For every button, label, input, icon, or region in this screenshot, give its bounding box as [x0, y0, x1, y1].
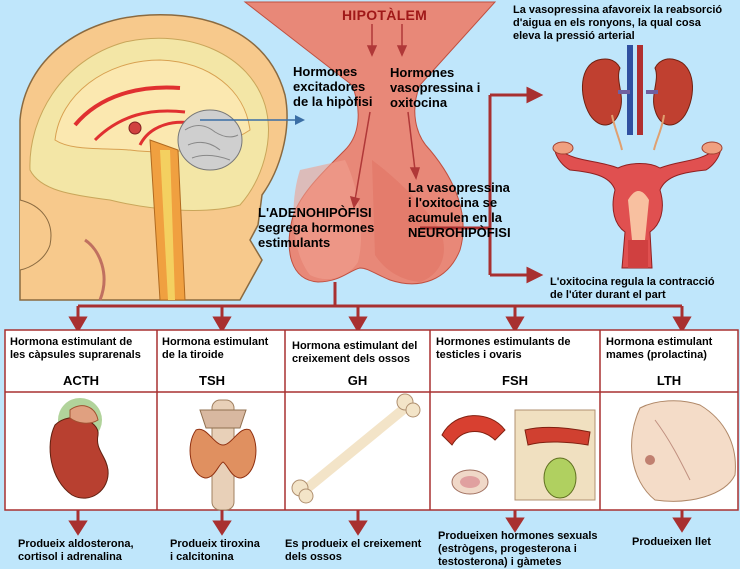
col-header-fsh: Hormones estimulants de testicles i ovar… [436, 336, 571, 361]
thyroid-icon [189, 399, 257, 511]
code-gh: GH [347, 373, 368, 388]
effect-acth: Produeix aldosterona, cortisol i adrenal… [18, 538, 134, 563]
effect-tsh: Produeix tiroxina i calcitonina [170, 538, 260, 563]
bone-icon [291, 393, 421, 504]
effect-fsh: Produeixen hormones sexuals (estrògens, … [438, 530, 598, 568]
code-lth: LTH [656, 373, 682, 388]
head-profile-icon [19, 14, 305, 301]
code-acth: ACTH [62, 373, 100, 388]
effect-lth: Produeixen llet [632, 536, 711, 548]
col-header-lth: Hormona estimulant mames (prolactina) [606, 336, 713, 361]
code-fsh: FSH [502, 373, 528, 388]
pituitary-gland-icon [243, 1, 497, 285]
right-branch-arrows [420, 86, 544, 284]
col-header-acth: Hormona estimulant de les càpsules supra… [10, 336, 141, 361]
effect-gh: Es produeix el creixement dels ossos [285, 538, 422, 563]
table-branch-arrows [68, 282, 692, 333]
hypothalamus-right-text: Hormones vasopressina i oxitocina [390, 65, 481, 110]
hormone-table [4, 329, 739, 511]
adrenal-kidney-icon [49, 398, 109, 499]
col-header-gh: Hormona estimulant del creixement dels o… [292, 340, 418, 365]
neurohypophysis-text: La vasopressina i l'oxitocina se acumule… [408, 180, 511, 240]
oxytocin-note: L'oxitocina regula la contracció de l'út… [550, 276, 715, 301]
breast-icon [631, 400, 736, 502]
internal-arrows [349, 24, 421, 209]
hypothalamus-left-text: Hormones excitadores de la hipòfisi [293, 64, 373, 109]
gonads-icon [441, 409, 596, 501]
code-tsh: TSH [199, 373, 225, 388]
kidneys-icon [581, 45, 693, 151]
col-header-tsh: Hormona estimulant de la tiroide [162, 336, 269, 361]
uterus-icon [552, 141, 723, 269]
effect-arrows [68, 510, 692, 536]
vasopressin-note: La vasopressina afavoreix la reabsorció … [513, 4, 723, 42]
hypothalamus-title: HIPOTÀLEM [342, 7, 428, 23]
adenohypophysis-text: L'ADENOHIPÒFISI segrega hormones estimul… [258, 205, 375, 250]
